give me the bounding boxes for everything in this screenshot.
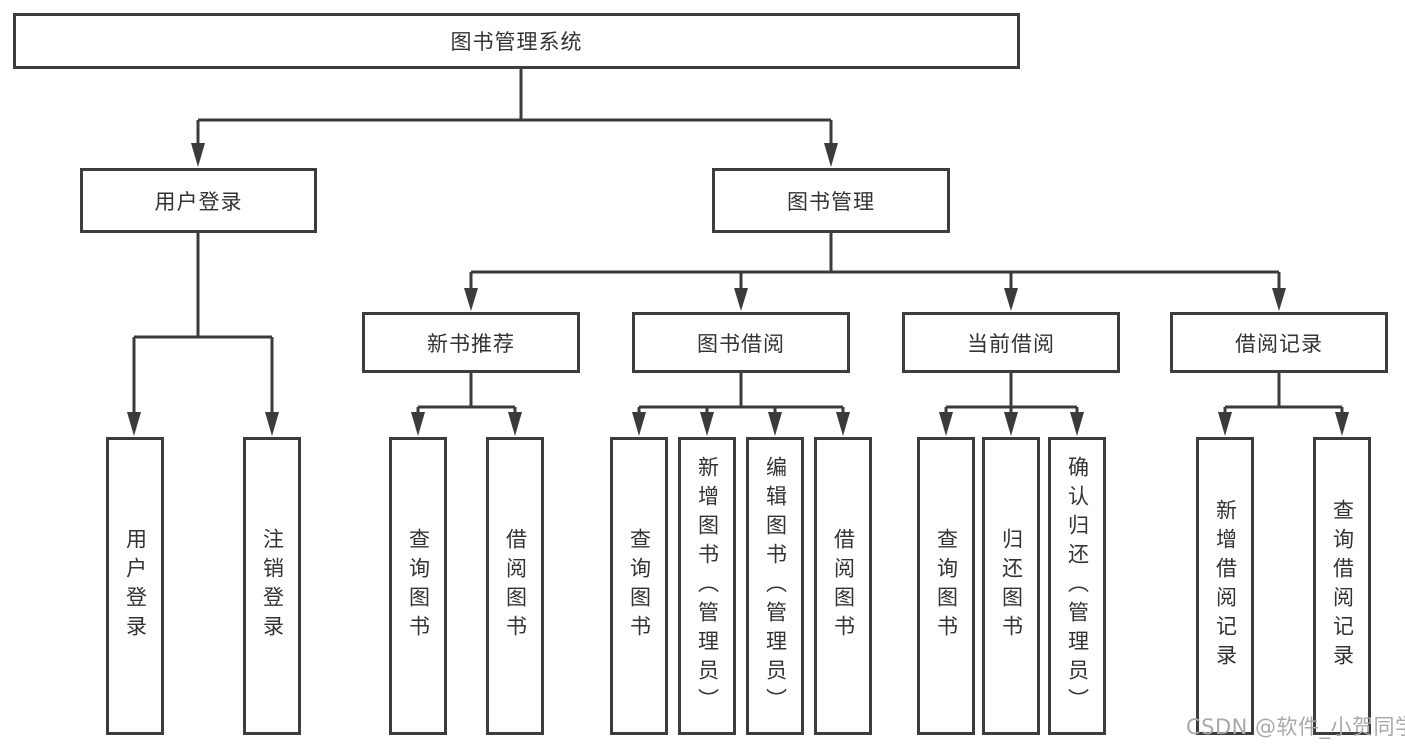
node-label: 查询借阅记录 (1330, 499, 1355, 673)
node-new-book-recommendation: 新书推荐 (362, 312, 580, 373)
node-label: 注销登录 (260, 528, 285, 644)
node-label: 图书借阅 (697, 331, 785, 356)
node-label: 借阅图书 (503, 528, 528, 644)
leaf-confirm-return-admin: 确认归还（管理员） (1048, 437, 1106, 735)
leaf-query-books-borrowing: 查询图书 (610, 437, 668, 735)
node-label: 查询图书 (627, 528, 652, 644)
leaf-user-login: 用户登录 (106, 437, 164, 735)
node-label: 新增图书（管理员） (695, 455, 720, 717)
leaf-return-books: 归还图书 (982, 437, 1040, 735)
node-user-login: 用户登录 (80, 168, 317, 233)
arrowheads (127, 143, 1349, 436)
node-borrowing-records: 借阅记录 (1170, 312, 1388, 373)
leaf-query-books-recommend: 查询图书 (389, 437, 447, 735)
node-current-borrowing: 当前借阅 (902, 312, 1120, 373)
node-label: 用户登录 (123, 528, 148, 644)
leaf-query-borrow-record: 查询借阅记录 (1313, 437, 1371, 735)
node-label: 查询图书 (406, 528, 431, 644)
node-label: 编辑图书（管理员） (763, 455, 788, 717)
node-label: 借阅图书 (831, 528, 856, 644)
node-label: 图书管理 (787, 189, 875, 214)
leaf-logout: 注销登录 (243, 437, 301, 735)
leaf-borrow-books-recommend: 借阅图书 (486, 437, 544, 735)
node-label: 确认归还（管理员） (1065, 455, 1090, 717)
node-library-management-system: 图书管理系统 (13, 13, 1020, 69)
node-label: 借阅记录 (1235, 331, 1323, 356)
node-label: 查询图书 (934, 528, 959, 644)
node-label: 新增借阅记录 (1213, 499, 1238, 673)
node-book-borrowing: 图书借阅 (632, 312, 850, 373)
csdn-watermark: CSDN @软件_小贺同学 (1186, 715, 1405, 739)
node-label: 归还图书 (999, 528, 1024, 644)
node-label: 图书管理系统 (450, 30, 583, 54)
node-label: 当前借阅 (967, 331, 1055, 356)
node-label: 用户登录 (154, 189, 243, 214)
node-label: 新书推荐 (427, 331, 515, 356)
leaf-add-books-admin: 新增图书（管理员） (678, 437, 736, 735)
leaf-query-books-current: 查询图书 (917, 437, 975, 735)
leaf-edit-books-admin: 编辑图书（管理员） (746, 437, 804, 735)
leaf-borrow-books: 借阅图书 (814, 437, 872, 735)
leaf-add-borrow-record: 新增借阅记录 (1196, 437, 1254, 735)
node-book-management: 图书管理 (712, 168, 950, 233)
